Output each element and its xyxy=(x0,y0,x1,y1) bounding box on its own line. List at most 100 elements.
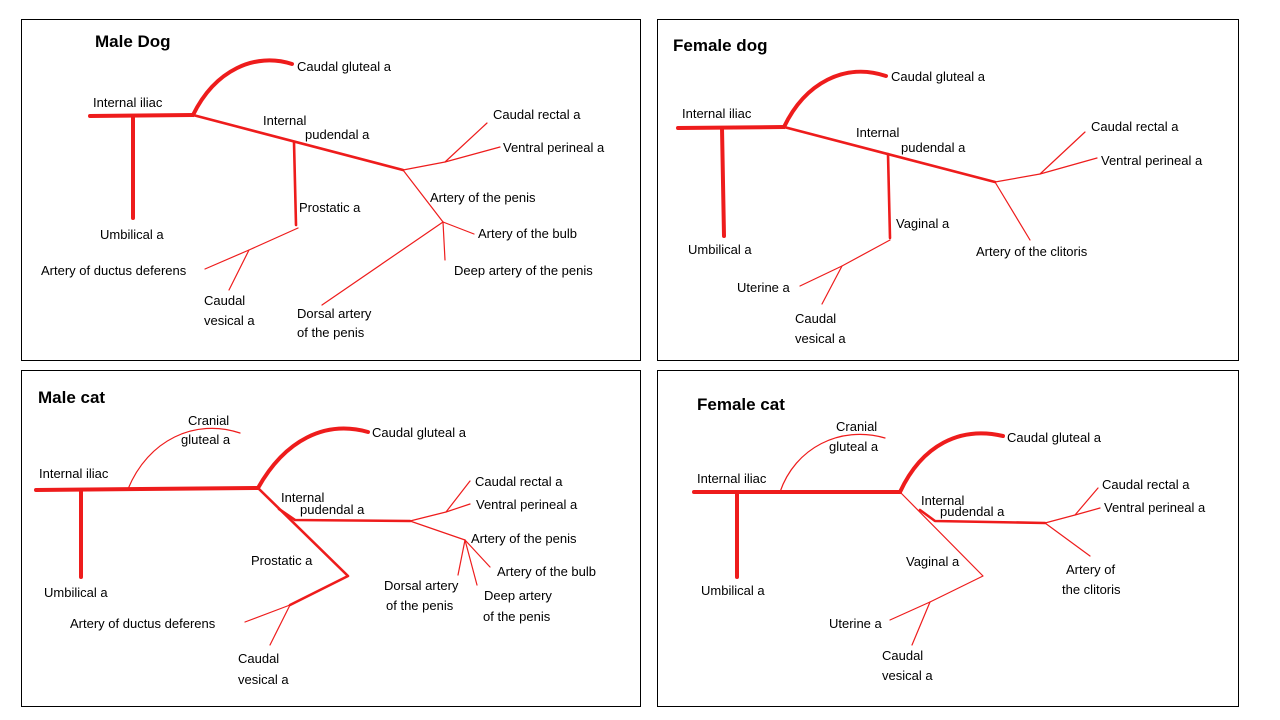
mc-label-caudal-rectal: Caudal rectal a xyxy=(475,474,563,489)
fc-label-caudal-rectal: Caudal rectal a xyxy=(1102,477,1190,492)
fd-label-internal-pudendal-2: pudendal a xyxy=(901,140,966,155)
male-dog-diagram: Male Dog Internal iliac Caudal gluteal a… xyxy=(41,32,605,340)
mc-label-caudal-vesical-2: vesical a xyxy=(238,672,289,687)
fc-artery-of-clitoris xyxy=(1044,522,1091,557)
fc-label-internal-pudendal-1: Internal xyxy=(921,493,964,508)
md-caudal-gluteal-artery xyxy=(191,58,294,117)
md-artery-of-penis xyxy=(402,169,444,223)
mc-caudal-vesical-artery xyxy=(269,604,291,646)
md-label-ductus-deferens: Artery of ductus deferens xyxy=(41,263,187,278)
md-label-dorsal-artery-1: Dorsal artery xyxy=(297,306,372,321)
md-label-caudal-gluteal: Caudal gluteal a xyxy=(297,59,392,74)
mc-label-ventral-perineal: Ventral perineal a xyxy=(476,497,578,512)
md-internal-iliac-trunk xyxy=(88,113,195,118)
mc-label-caudal-gluteal: Caudal gluteal a xyxy=(372,425,467,440)
fc-label-ventral-perineal: Ventral perineal a xyxy=(1104,500,1206,515)
fc-caudal-gluteal-artery xyxy=(898,431,1005,494)
panel-male-cat xyxy=(21,370,641,707)
mc-artery-of-bulb xyxy=(464,539,491,568)
fc-caudal-rectal-artery xyxy=(1044,487,1099,524)
md-label-prostatic: Prostatic a xyxy=(299,200,361,215)
fc-label-internal-pudendal-2: pudendal a xyxy=(940,504,1005,519)
md-label-artery-of-bulb: Artery of the bulb xyxy=(478,226,577,241)
fd-label-ventral-perineal: Ventral perineal a xyxy=(1101,153,1203,168)
md-internal-pudendal-artery xyxy=(191,113,405,172)
panel-female-dog xyxy=(657,19,1239,361)
mc-label-ductus-deferens: Artery of ductus deferens xyxy=(70,616,216,631)
fc-label-caudal-vesical-1: Caudal xyxy=(882,648,923,663)
fd-artery-of-clitoris xyxy=(994,181,1031,241)
mc-prostatic-artery xyxy=(256,486,350,607)
mc-dorsal-artery-of-penis xyxy=(457,539,466,576)
fd-label-caudal-vesical-1: Caudal xyxy=(795,311,836,326)
fc-label-artery-of-clitoris-1: Artery of xyxy=(1066,562,1116,577)
mc-label-artery-of-bulb: Artery of the bulb xyxy=(497,564,596,579)
mc-label-internal-iliac: Internal iliac xyxy=(39,466,109,481)
female-dog-diagram: Female dog Caudal gluteal a Internal ili… xyxy=(673,36,1203,346)
fd-label-caudal-vesical-2: vesical a xyxy=(795,331,846,346)
fd-label-internal-iliac: Internal iliac xyxy=(682,106,752,121)
mc-label-deep-artery-1: Deep artery xyxy=(484,588,552,603)
fd-label-caudal-gluteal: Caudal gluteal a xyxy=(891,69,986,84)
md-label-internal-pudendal-1: Internal xyxy=(263,113,306,128)
mc-label-umbilical: Umbilical a xyxy=(44,585,108,600)
fc-label-internal-iliac: Internal iliac xyxy=(697,471,767,486)
fd-label-umbilical: Umbilical a xyxy=(688,242,752,257)
fd-umbilical-artery xyxy=(720,126,726,238)
fd-internal-pudendal-artery xyxy=(782,125,997,184)
mc-cranial-gluteal-artery xyxy=(127,427,241,490)
mc-label-cranial-gluteal-2: gluteal a xyxy=(181,432,231,447)
fd-label-caudal-rectal: Caudal rectal a xyxy=(1091,119,1179,134)
md-ventral-perineal-artery xyxy=(444,146,501,163)
md-label-dorsal-artery-2: of the penis xyxy=(297,325,365,340)
fc-caudal-vesical-artery xyxy=(911,601,931,646)
fc-cranial-gluteal-artery xyxy=(779,433,886,493)
fd-internal-iliac-trunk xyxy=(676,125,786,130)
md-label-internal-pudendal-2: pudendal a xyxy=(305,127,370,142)
fc-label-caudal-gluteal: Caudal gluteal a xyxy=(1007,430,1102,445)
mc-label-prostatic: Prostatic a xyxy=(251,553,313,568)
mc-artery-of-penis xyxy=(409,520,466,541)
male-cat-diagram: Male cat Cranial gluteal a Caudal glutea… xyxy=(34,388,596,687)
fc-label-caudal-vesical-2: vesical a xyxy=(882,668,933,683)
mc-label-internal-pudendal-2: pudendal a xyxy=(300,502,365,517)
md-label-caudal-vesical-2: vesical a xyxy=(204,313,255,328)
fd-vaginal-artery xyxy=(886,152,892,240)
md-caudal-vesical-artery xyxy=(228,249,250,291)
md-prostatic-artery xyxy=(292,140,298,227)
fd-label-internal-pudendal-1: Internal xyxy=(856,125,899,140)
mc-label-cranial-gluteal-1: Cranial xyxy=(188,413,229,428)
fc-label-artery-of-clitoris-2: the clitoris xyxy=(1062,582,1121,597)
fd-caudal-vesical-artery xyxy=(821,265,843,305)
mc-title: Male cat xyxy=(38,388,105,407)
mc-internal-pudendal-artery xyxy=(277,507,412,523)
fc-title: Female cat xyxy=(697,395,785,414)
fd-label-uterine: Uterine a xyxy=(737,280,791,295)
mc-caudal-rectal-artery xyxy=(409,480,471,522)
md-label-ventral-perineal: Ventral perineal a xyxy=(503,140,605,155)
md-label-caudal-rectal: Caudal rectal a xyxy=(493,107,581,122)
fc-uterine-artery xyxy=(889,601,931,621)
mc-label-caudal-vesical-1: Caudal xyxy=(238,651,279,666)
md-dorsal-artery-of-penis xyxy=(321,221,444,306)
mc-label-internal-pudendal-1: Internal xyxy=(281,490,324,505)
fd-ventral-perineal-artery xyxy=(1039,157,1098,175)
mc-internal-iliac-trunk xyxy=(34,486,260,492)
md-deep-artery-of-penis xyxy=(442,221,446,261)
mc-caudal-gluteal-artery xyxy=(256,426,370,490)
mc-label-deep-artery-2: of the penis xyxy=(483,609,551,624)
fc-label-umbilical: Umbilical a xyxy=(701,583,765,598)
md-label-umbilical: Umbilical a xyxy=(100,227,164,242)
panel-male-dog xyxy=(21,19,641,361)
md-caudal-rectal-artery xyxy=(402,122,488,171)
fc-label-uterine: Uterine a xyxy=(829,616,883,631)
md-label-deep-artery-of-penis: Deep artery of the penis xyxy=(454,263,593,278)
md-label-artery-of-penis: Artery of the penis xyxy=(430,190,536,205)
md-ductus-deferens-artery xyxy=(204,227,299,270)
md-label-caudal-vesical-1: Caudal xyxy=(204,293,245,308)
panel-female-cat xyxy=(657,370,1239,707)
md-title: Male Dog xyxy=(95,32,171,51)
mc-ventral-perineal-artery xyxy=(445,503,471,513)
md-label-internal-iliac: Internal iliac xyxy=(93,95,163,110)
